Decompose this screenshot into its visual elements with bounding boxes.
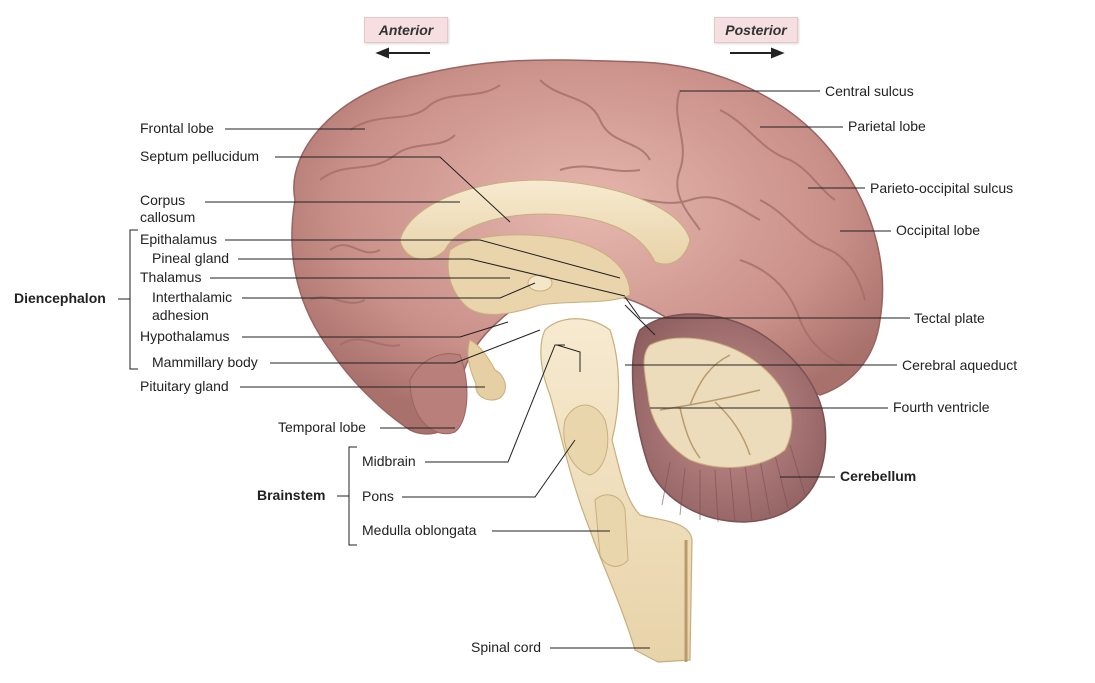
label-pineal-gland: Pineal gland bbox=[152, 250, 230, 266]
label-septum-pellucidum: Septum pellucidum bbox=[140, 148, 260, 164]
label-tectal-plate: Tectal plate bbox=[914, 310, 985, 326]
label-cerebral-aqueduct: Cerebral aqueduct bbox=[902, 357, 1018, 373]
interthalamic-adhesion-shape bbox=[527, 274, 553, 292]
label-corpus-callosum-line1: Corpus bbox=[140, 192, 186, 208]
label-interthalamic-line2: adhesion bbox=[152, 307, 209, 323]
label-temporal-lobe: Temporal lobe bbox=[278, 419, 366, 435]
temporal-lobe-shape bbox=[409, 353, 468, 435]
cerebellum-folia bbox=[661, 444, 806, 523]
label-central-sulcus: Central sulcus bbox=[825, 83, 914, 99]
arbor-vitae-shape bbox=[643, 337, 793, 468]
label-pons: Pons bbox=[362, 488, 394, 504]
brainstem-shape bbox=[540, 318, 693, 663]
anterior-label: Anterior bbox=[364, 17, 448, 43]
label-cerebellum: Cerebellum bbox=[840, 468, 917, 484]
label-midbrain: Midbrain bbox=[362, 453, 416, 469]
pons-shape bbox=[563, 404, 609, 476]
label-parietal-lobe: Parietal lobe bbox=[848, 118, 926, 134]
label-medulla-oblongata: Medulla oblongata bbox=[362, 522, 477, 538]
pituitary-shape bbox=[467, 339, 506, 401]
arbor-vitae-branches bbox=[659, 354, 761, 459]
label-spinal-cord: Spinal cord bbox=[471, 639, 542, 655]
corpus-callosum-shape bbox=[399, 179, 691, 265]
direction-arrows bbox=[375, 47, 785, 59]
medulla-shape bbox=[594, 494, 629, 567]
label-fourth-ventricle: Fourth ventricle bbox=[893, 399, 990, 415]
label-interthalamic-line1: Interthalamic bbox=[152, 289, 233, 305]
posterior-label: Posterior bbox=[714, 17, 798, 43]
label-corpus-callosum-line2: callosum bbox=[140, 209, 196, 225]
label-pituitary-gland: Pituitary gland bbox=[140, 378, 229, 394]
leader-lines bbox=[118, 90, 910, 649]
label-frontal-lobe: Frontal lobe bbox=[140, 120, 214, 136]
label-epithalamus: Epithalamus bbox=[140, 231, 218, 247]
label-thalamus: Thalamus bbox=[140, 269, 202, 285]
group-diencephalon: Diencephalon bbox=[14, 290, 106, 306]
label-occipital-lobe: Occipital lobe bbox=[896, 222, 981, 238]
group-brainstem: Brainstem bbox=[257, 487, 326, 503]
label-parieto-occipital-sulcus: Parieto-occipital sulcus bbox=[870, 180, 1014, 196]
label-mammillary-body: Mammillary body bbox=[152, 354, 258, 370]
label-hypothalamus: Hypothalamus bbox=[140, 328, 230, 344]
